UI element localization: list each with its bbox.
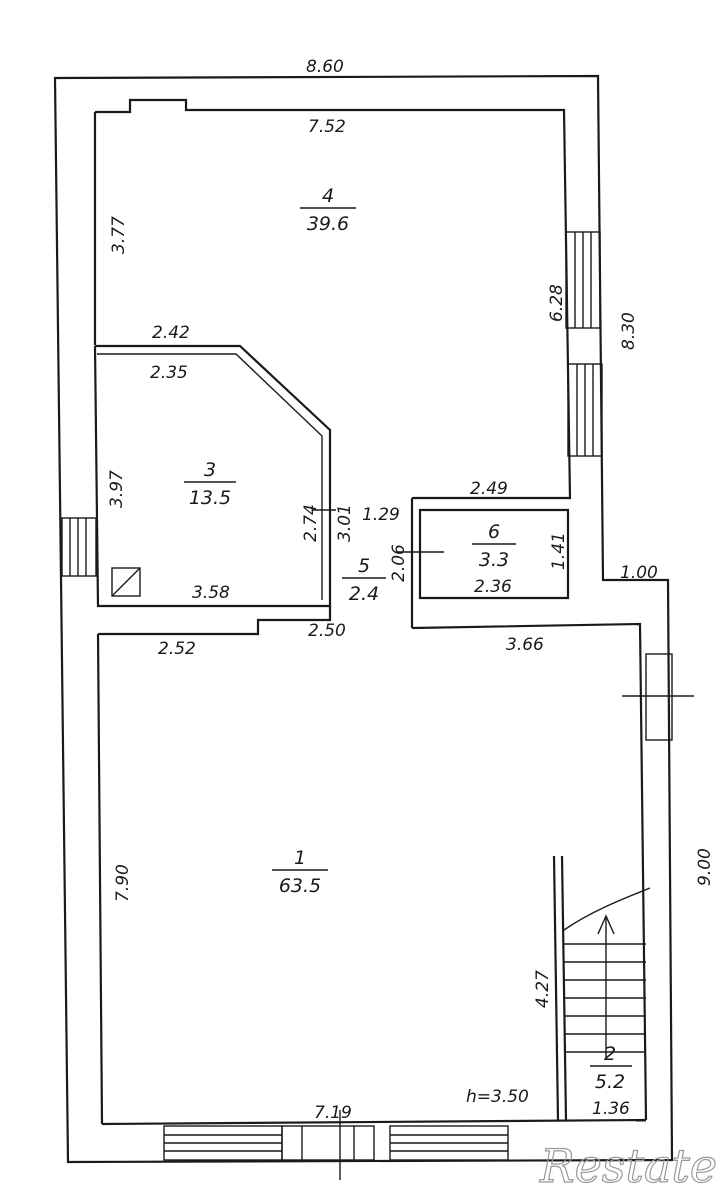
dim-outer-right-upper: 8.30 bbox=[619, 312, 639, 350]
dim-room3-right: 2.74 bbox=[301, 504, 321, 542]
chimney-diagonal bbox=[111, 567, 141, 597]
dim-corridor-span: 1.29 bbox=[362, 505, 400, 525]
dim-room3-top-inner: 2.35 bbox=[150, 363, 188, 383]
watermark-logo: Restate bbox=[539, 1139, 717, 1190]
right-hall-opening bbox=[622, 653, 694, 741]
dim-outer-right-lower: 9.00 bbox=[695, 848, 715, 886]
svg-text:2.4: 2.4 bbox=[349, 583, 379, 605]
dim-stair-width: 1.36 bbox=[592, 1099, 630, 1119]
room-label-2: 2 5.2 bbox=[590, 1043, 632, 1093]
room-label-1: 1 63.5 bbox=[272, 847, 328, 897]
room-3-inner-wall bbox=[97, 353, 323, 600]
bottom-window-right bbox=[389, 1125, 509, 1161]
dim-ceiling-height: h=3.50 bbox=[466, 1087, 529, 1107]
left-window bbox=[61, 517, 97, 577]
dim-room3-top-outer: 2.42 bbox=[152, 323, 190, 343]
room-label-6: 6 3.3 bbox=[472, 521, 516, 571]
outer-wall bbox=[53, 74, 674, 1164]
svg-text:4: 4 bbox=[322, 185, 334, 207]
svg-text:3: 3 bbox=[204, 459, 216, 481]
room-label-4: 4 39.6 bbox=[300, 185, 356, 235]
hall-left-wall bbox=[96, 633, 104, 1125]
dim-room3-left: 3.97 bbox=[107, 470, 127, 508]
right-window-upper bbox=[565, 231, 601, 329]
dim-room4-right: 6.28 bbox=[547, 284, 567, 322]
dim-hall-top-right: 3.66 bbox=[506, 635, 544, 655]
dim-corridor-width: 3.01 bbox=[335, 504, 355, 542]
dim-hall-left: 7.90 bbox=[113, 864, 133, 902]
svg-text:13.5: 13.5 bbox=[189, 487, 231, 509]
dim-room6-right: 1.41 bbox=[549, 532, 569, 570]
staircase bbox=[552, 855, 651, 1121]
svg-text:3.3: 3.3 bbox=[479, 549, 509, 571]
hall-top-wall-right bbox=[411, 622, 648, 1121]
bottom-door bbox=[281, 1110, 375, 1180]
svg-text:5.2: 5.2 bbox=[595, 1071, 625, 1093]
dim-outer-top: 8.60 bbox=[306, 57, 344, 77]
room-label-3: 3 13.5 bbox=[184, 459, 236, 509]
room-label-5: 5 2.4 bbox=[342, 555, 386, 605]
dim-room3-bottom: 3.58 bbox=[192, 583, 230, 603]
dim-room6-bottom: 2.36 bbox=[474, 577, 512, 597]
dim-stair-length: 4.27 bbox=[533, 970, 553, 1008]
dim-room4-left: 3.77 bbox=[109, 216, 129, 254]
dim-room6-top: 2.49 bbox=[470, 479, 508, 499]
dim-room6-left: 2.06 bbox=[389, 544, 409, 582]
room-3-outline bbox=[93, 344, 332, 608]
dim-hall-bottom: 7.19 bbox=[314, 1103, 352, 1123]
svg-text:6: 6 bbox=[488, 521, 500, 543]
svg-text:2: 2 bbox=[604, 1043, 616, 1065]
svg-text:5: 5 bbox=[358, 555, 370, 577]
dim-step-width: 1.00 bbox=[620, 563, 658, 583]
svg-text:39.6: 39.6 bbox=[307, 213, 349, 235]
svg-text:1: 1 bbox=[294, 847, 306, 869]
dim-room4-top: 7.52 bbox=[308, 117, 346, 137]
bottom-window-left bbox=[163, 1125, 283, 1161]
hall-top-wall-left bbox=[98, 606, 332, 636]
room-4-outline bbox=[95, 98, 572, 500]
chimney-box bbox=[111, 567, 141, 597]
hall-bottom-wall bbox=[101, 1118, 647, 1126]
svg-text:63.5: 63.5 bbox=[279, 875, 321, 897]
dim-hall-top-mid: 2.50 bbox=[308, 621, 346, 641]
right-window-lower bbox=[567, 363, 603, 457]
dim-hall-top-left: 2.52 bbox=[158, 639, 196, 659]
